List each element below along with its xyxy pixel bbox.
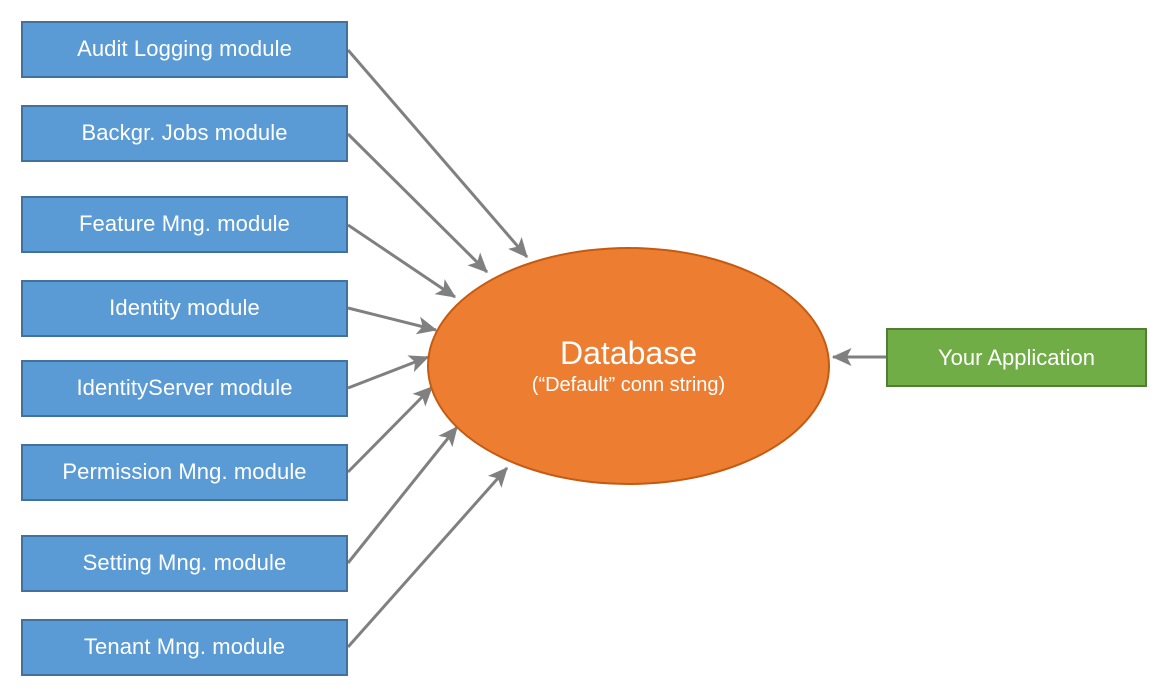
module-box-label: IdentityServer module bbox=[76, 375, 293, 401]
connector-arrow bbox=[347, 306, 438, 335]
module-box[interactable]: Identity module bbox=[21, 280, 348, 337]
connector-arrow bbox=[347, 223, 456, 299]
module-box-label: Identity module bbox=[109, 295, 260, 321]
module-box[interactable]: IdentityServer module bbox=[21, 360, 348, 417]
module-box[interactable]: Feature Mng. module bbox=[21, 196, 348, 253]
module-box[interactable]: Tenant Mng. module bbox=[21, 619, 348, 676]
module-box-label: Permission Mng. module bbox=[62, 459, 307, 485]
your-application-node[interactable]: Your Application bbox=[886, 328, 1147, 387]
connector-arrow bbox=[346, 49, 529, 258]
connector-arrow bbox=[346, 385, 434, 474]
your-application-label: Your Application bbox=[938, 344, 1095, 370]
connector-arrow bbox=[347, 355, 430, 390]
module-box[interactable]: Audit Logging module bbox=[21, 21, 348, 78]
connector-arrow bbox=[346, 467, 509, 648]
connector-arrow bbox=[346, 132, 489, 274]
module-box[interactable]: Setting Mng. module bbox=[21, 535, 348, 592]
database-subtitle: (“Default” conn string) bbox=[531, 373, 726, 396]
connector-arrow bbox=[346, 426, 459, 564]
module-box[interactable]: Permission Mng. module bbox=[21, 444, 348, 501]
module-box-label: Setting Mng. module bbox=[82, 550, 287, 576]
module-box-label: Audit Logging module bbox=[77, 36, 292, 62]
database-title: Database bbox=[560, 335, 697, 372]
module-box[interactable]: Backgr. Jobs module bbox=[21, 105, 348, 162]
database-node[interactable]: Database (“Default” conn string) bbox=[427, 247, 830, 485]
module-box-label: Backgr. Jobs module bbox=[81, 120, 288, 146]
module-box-label: Tenant Mng. module bbox=[83, 634, 286, 660]
module-box-label: Feature Mng. module bbox=[78, 211, 290, 237]
